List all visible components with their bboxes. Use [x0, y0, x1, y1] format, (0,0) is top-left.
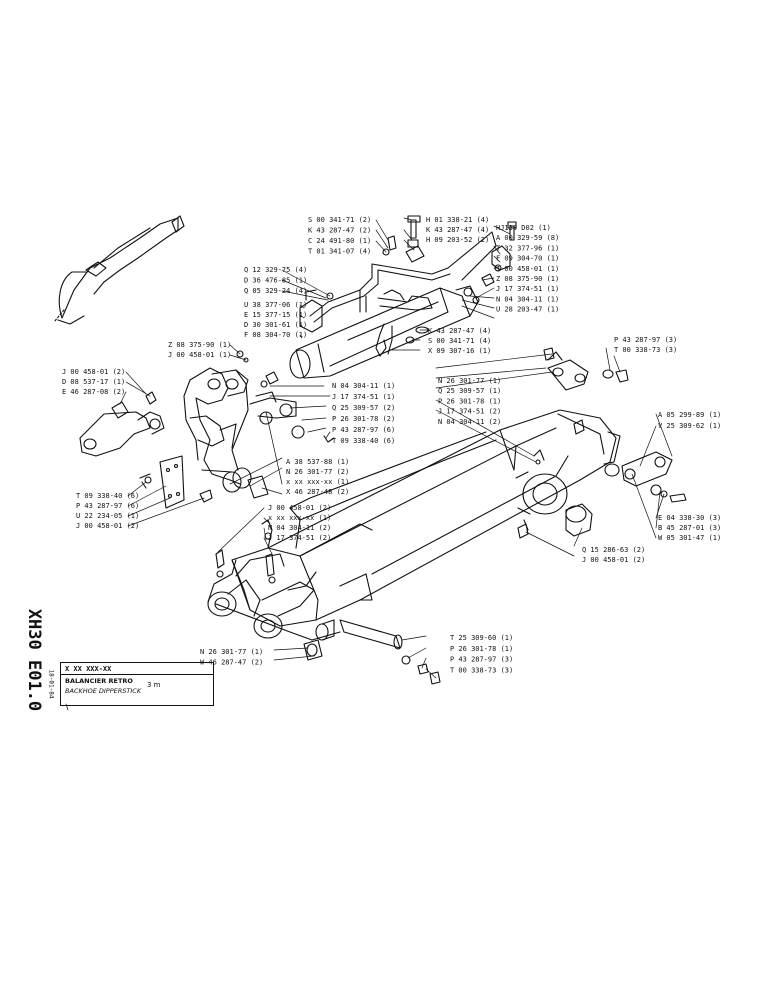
part-label: T 09 338-40 (6)	[76, 492, 139, 500]
part-label: W 46 287-47 (2)	[200, 659, 263, 667]
part-label: X 46 287-48 (2)	[286, 488, 349, 496]
dipperstick-body	[207, 409, 621, 641]
part-label: K 43 287-47 (4)	[426, 226, 489, 234]
part-label: x xx xxx-xx (1)	[286, 478, 349, 486]
part-label: H 01 338-21 (4)	[426, 216, 489, 224]
part-label: W 05 301-47 (1)	[658, 534, 721, 542]
part-label: J 00 458-01 (2)	[268, 504, 331, 512]
part-label: K 43 287-47 (4)	[428, 327, 491, 335]
reference-number: X XX XXX-XX	[61, 663, 213, 675]
part-label: J 00 458-01 (1)	[496, 265, 559, 273]
part-label: P 43 287-97 (6)	[332, 426, 395, 434]
part-label: P 26 301-78 (1)	[450, 645, 513, 653]
part-label: N 26 301-77 (1)	[438, 377, 501, 385]
part-label: A 05 299-89 (1)	[658, 411, 721, 419]
right-hardware	[517, 347, 687, 539]
link-arms	[79, 367, 335, 509]
lower-pin	[215, 519, 441, 685]
part-label: S 00 341-71 (4)	[428, 337, 491, 345]
part-label: F 09 304-70 (1)	[496, 255, 559, 263]
part-label: V 25 309-62 (1)	[658, 422, 721, 430]
part-label: x xx xxx-xx (1)	[268, 514, 331, 522]
part-label: Z 08 375-90 (1)	[496, 275, 559, 283]
part-label: P 26 301-78 (2)	[332, 415, 395, 423]
upper-hardware	[236, 215, 517, 385]
part-label: N 04 304-11 (2)	[438, 418, 501, 426]
part-label: T 00 338-73 (3)	[614, 346, 677, 354]
leader-lines	[65, 217, 673, 711]
part-label: P 43 287-97 (3)	[614, 336, 677, 344]
part-label: P 43 287-97 (6)	[76, 502, 139, 510]
part-label: U 38 377-06 (1)	[244, 301, 307, 309]
part-label: B 45 287-01 (3)	[658, 524, 721, 532]
document-date: 18-01-84	[47, 669, 55, 699]
part-label: Q 25 309-57 (1)	[438, 387, 501, 395]
part-label: P 26 301-78 (1)	[438, 397, 501, 405]
part-label: J 17 374-51 (2)	[268, 534, 331, 542]
part-label: J 00 458-01 (2)	[62, 368, 125, 376]
part-labels: S 00 341-71 (2) K 43 287-47 (2) C 24 491-8…	[62, 216, 721, 674]
part-label: Q 05 329-24 (4)	[244, 287, 307, 295]
arm-length: 3 m	[147, 681, 161, 689]
part-label: J 00 458-01 (2)	[582, 556, 645, 564]
part-label: H 09 203-52 (2)	[426, 236, 489, 244]
part-label: Q 12 329-75 (4)	[244, 266, 307, 274]
hydraulic-cylinder	[289, 285, 479, 379]
part-label: P 43 287-97 (3)	[450, 656, 513, 664]
part-label: S 00 341-71 (2)	[308, 216, 371, 224]
part-label: T 25 309-60 (1)	[450, 634, 513, 642]
part-label: J 17 374-51 (1)	[496, 285, 559, 293]
part-label: C 24 491-80 (1)	[308, 237, 371, 245]
part-label: J 17 374-51 (2)	[438, 408, 501, 416]
part-label: U 22 234-05 (1)	[76, 512, 139, 520]
part-label: Q 25 309-57 (2)	[332, 404, 395, 412]
part-label: T 00 338-73 (3)	[450, 666, 513, 674]
part-label: J 17 374-51 (1)	[332, 393, 395, 401]
part-label: F 08 304-70 (1)	[244, 331, 307, 339]
part-label: U 28 203-47 (1)	[496, 306, 559, 314]
part-label: Z 08 375-90 (1)	[168, 341, 231, 349]
title-block: X XX XXX-XX BALANCIER RETRO BACKHOE DIPP…	[60, 662, 214, 706]
part-label: D 36 476-85 (1)	[244, 277, 307, 285]
part-label: N 26 301-77 (2)	[286, 468, 349, 476]
part-label: T 09 338-40 (6)	[332, 437, 395, 445]
part-label: N 26 301-77 (1)	[200, 648, 263, 656]
part-label: N 04 304-11 (2)	[268, 524, 331, 532]
part-label: T 32 377-96 (1)	[496, 244, 559, 252]
part-label: E 04 338-30 (3)	[658, 514, 721, 522]
part-label: Q 15 286-63 (2)	[582, 546, 645, 554]
part-label: J 00 458-01 (2)	[76, 522, 139, 530]
part-label: A 38 537-88 (1)	[286, 458, 349, 466]
part-label: E 46 287-08 (2)	[62, 388, 125, 396]
part-label: T 01 341-07 (4)	[308, 248, 371, 256]
part-label: N 04 304-11 (1)	[332, 382, 395, 390]
part-label: X 09 307-16 (1)	[428, 347, 491, 355]
document-code: XH30 E01.0	[24, 608, 44, 712]
excavator-inset-icon	[53, 215, 185, 325]
part-label: D 08 537-17 (1)	[62, 378, 125, 386]
part-label: N 04 304-11 (1)	[496, 295, 559, 303]
part-label: E 15 377-15 (1)	[244, 311, 307, 319]
part-label: A 00 329-59 (8)	[496, 234, 559, 242]
part-label: K 43 287-47 (2)	[308, 227, 371, 235]
title-english: BACKHOE DIPPERSTICK	[65, 687, 142, 695]
part-label: D 30 301-61 (1)	[244, 321, 307, 329]
title-french: BALANCIER RETRO	[65, 677, 133, 685]
part-label: HJ120 D02 (1)	[496, 224, 551, 232]
hydraulic-pipes	[299, 231, 497, 357]
part-label: J 00 458-01 (1)	[168, 351, 231, 359]
